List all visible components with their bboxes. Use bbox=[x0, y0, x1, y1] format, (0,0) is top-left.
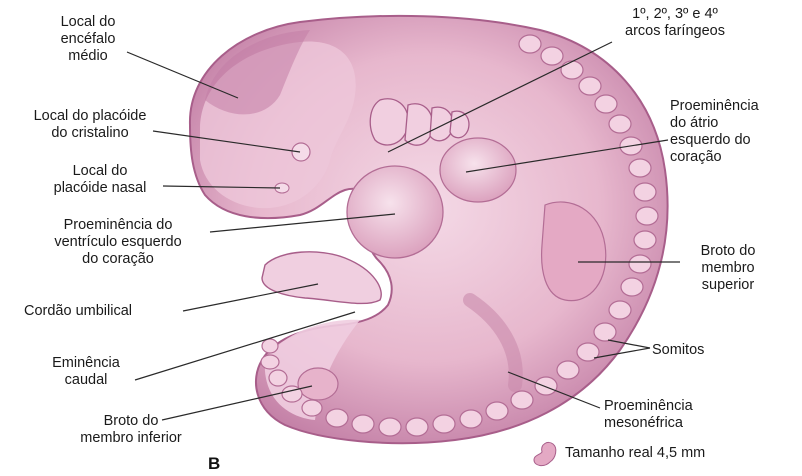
actual-size-icon bbox=[534, 442, 556, 465]
actual-size-label: Tamanho real 4,5 mm bbox=[565, 445, 705, 461]
label-umbilical-cord: Cordão umbilical bbox=[24, 303, 132, 320]
label-left-atrium: Proeminência do átrio esquerdo do coraçã… bbox=[670, 98, 759, 166]
label-midbrain: Local do encéfalo médio bbox=[38, 14, 138, 65]
umbilical-cord-shape bbox=[262, 252, 381, 304]
label-pharyngeal-arches: 1º, 2º, 3º e 4º arcos faríngeos bbox=[600, 6, 750, 40]
label-upper-limb-bud: Broto do membro superior bbox=[678, 243, 778, 294]
label-mesonephric: Proeminência mesonéfrica bbox=[604, 398, 693, 432]
left-ventricle-bulge bbox=[347, 166, 443, 258]
panel-letter: B bbox=[208, 454, 220, 474]
label-lens-placode: Local do placóide do cristalino bbox=[12, 108, 168, 142]
label-caudal-eminence: Eminência caudal bbox=[36, 355, 136, 389]
label-lower-limb-bud: Broto do membro inferior bbox=[56, 413, 206, 447]
label-somites: Somitos bbox=[652, 342, 704, 359]
label-left-ventricle: Proeminência do ventrículo esquerdo do c… bbox=[30, 217, 206, 268]
lower-limb-bud bbox=[298, 368, 338, 400]
label-nasal-placode: Local do placóide nasal bbox=[40, 163, 160, 197]
lens-placode bbox=[292, 143, 310, 161]
